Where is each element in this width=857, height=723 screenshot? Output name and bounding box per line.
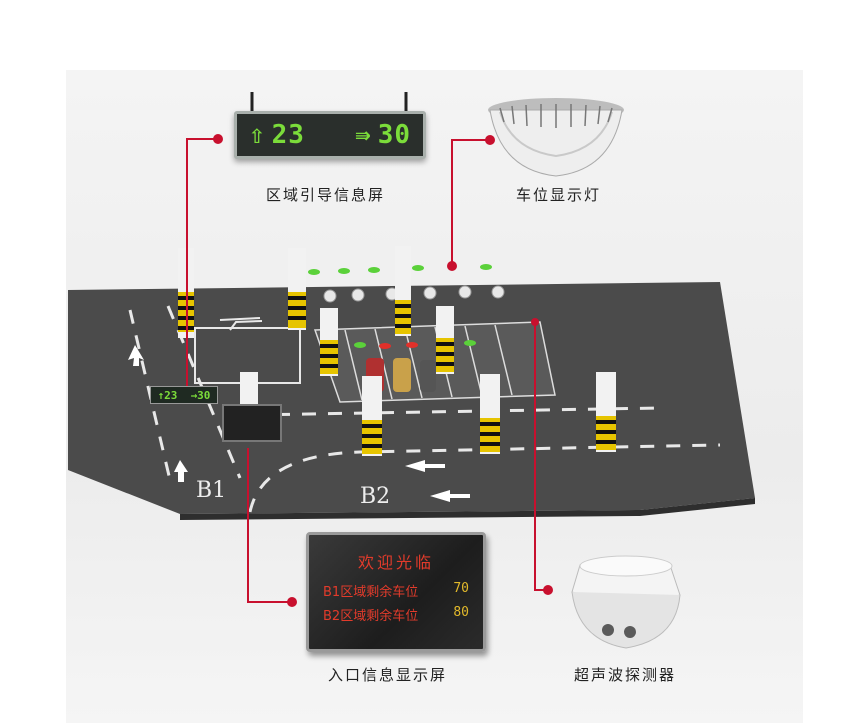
zone-screen-label: 区域引导信息屏: [266, 186, 386, 204]
screen-hangers: [250, 92, 408, 113]
welcome-text: 欢迎光临: [357, 553, 434, 572]
entry-row-b1: B1区域剩余车位 70: [323, 581, 469, 600]
entry-row-text: B2区域剩余车位: [323, 609, 419, 624]
entry-row-b2: B2区域剩余车位 80: [323, 605, 469, 624]
entrance-screen-label: 入口信息显示屏: [328, 666, 448, 684]
up-arrow-icon: ⇧: [249, 120, 266, 150]
callout-dots: [213, 134, 553, 607]
entry-row-value: 70: [453, 581, 469, 596]
zone-guidance-screen: ⇧ 23 ⇛ 30: [234, 111, 426, 159]
ultrasonic-detector-label: 超声波探测器: [574, 666, 677, 684]
zone-right-count: 30: [377, 120, 411, 150]
entry-row-text: B1区域剩余车位: [323, 585, 419, 600]
space-light-label: 车位显示灯: [516, 186, 602, 204]
ultrasonic-detector-image: [571, 555, 681, 649]
zone-left-count: 23: [271, 120, 305, 150]
space-display-lamp-image: [488, 98, 624, 177]
scene-entry-screen: [222, 404, 282, 442]
scene-guidance-sign: ↑23 →30: [150, 386, 218, 404]
parking-slots: [313, 321, 556, 403]
floor-arrows: [128, 345, 470, 502]
floor-label-b2: B2: [360, 484, 391, 509]
floor-label-b1: B1: [196, 478, 227, 503]
entrance-info-screen: 欢迎光临 B1区域剩余车位 70 B2区域剩余车位 80: [306, 532, 486, 652]
pillars: [178, 246, 616, 456]
scene-sign-left: ↑23: [157, 388, 178, 402]
scene-sign-right: →30: [190, 388, 211, 402]
entry-row-value: 80: [453, 605, 469, 620]
right-arrow-icon: ⇛: [355, 120, 372, 150]
